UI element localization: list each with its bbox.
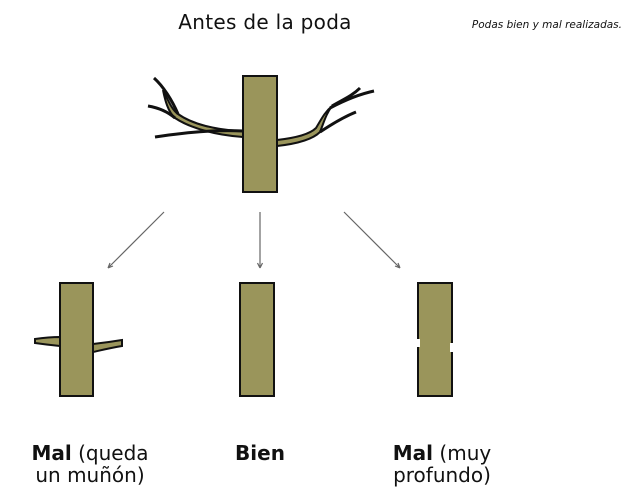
label-good-bold: Bien: [235, 441, 285, 465]
arrows: [107, 211, 401, 269]
arrow-left: [107, 211, 165, 269]
left-stub: [34, 335, 61, 348]
diagram-title: Antes de la poda: [178, 10, 352, 34]
trunk-before-pruning: [147, 75, 375, 193]
label-bad-deep-line2: profundo): [393, 463, 491, 487]
label-bad-stub: Mal (queda un muñón): [20, 442, 160, 486]
label-bad-deep-bold: Mal: [392, 441, 434, 465]
label-good: Bien: [210, 442, 310, 464]
right-stub: [92, 338, 123, 354]
right-wound: [450, 343, 456, 352]
left-wound: [414, 339, 420, 347]
trunk: [239, 282, 275, 397]
label-bad-stub-bold: Mal: [31, 441, 72, 465]
left-twig-upper: [152, 76, 180, 115]
right-branch: [276, 105, 333, 148]
label-bad-stub-line1: (queda: [78, 441, 149, 465]
arrow-right: [343, 211, 401, 269]
label-bad-deep: Mal (muy profundo): [362, 442, 522, 486]
label-bad-stub-line2: un muñón): [35, 463, 145, 487]
right-twig-mid: [329, 89, 375, 110]
left-twig-lower: [147, 104, 176, 120]
trunk: [242, 75, 278, 193]
trunk-deep-cut: [414, 282, 456, 397]
left-branch-base: [154, 129, 244, 139]
trunk-stub-cut: [34, 282, 123, 397]
arrow-middle: [256, 212, 264, 269]
trunk: [59, 282, 94, 397]
label-bad-deep-line1: (muy: [439, 441, 492, 465]
right-twig-lower: [319, 110, 357, 134]
trunk: [417, 282, 453, 397]
figure-caption: Podas bien y mal realizadas.: [471, 19, 622, 31]
trunk-correct-cut: [239, 282, 275, 397]
